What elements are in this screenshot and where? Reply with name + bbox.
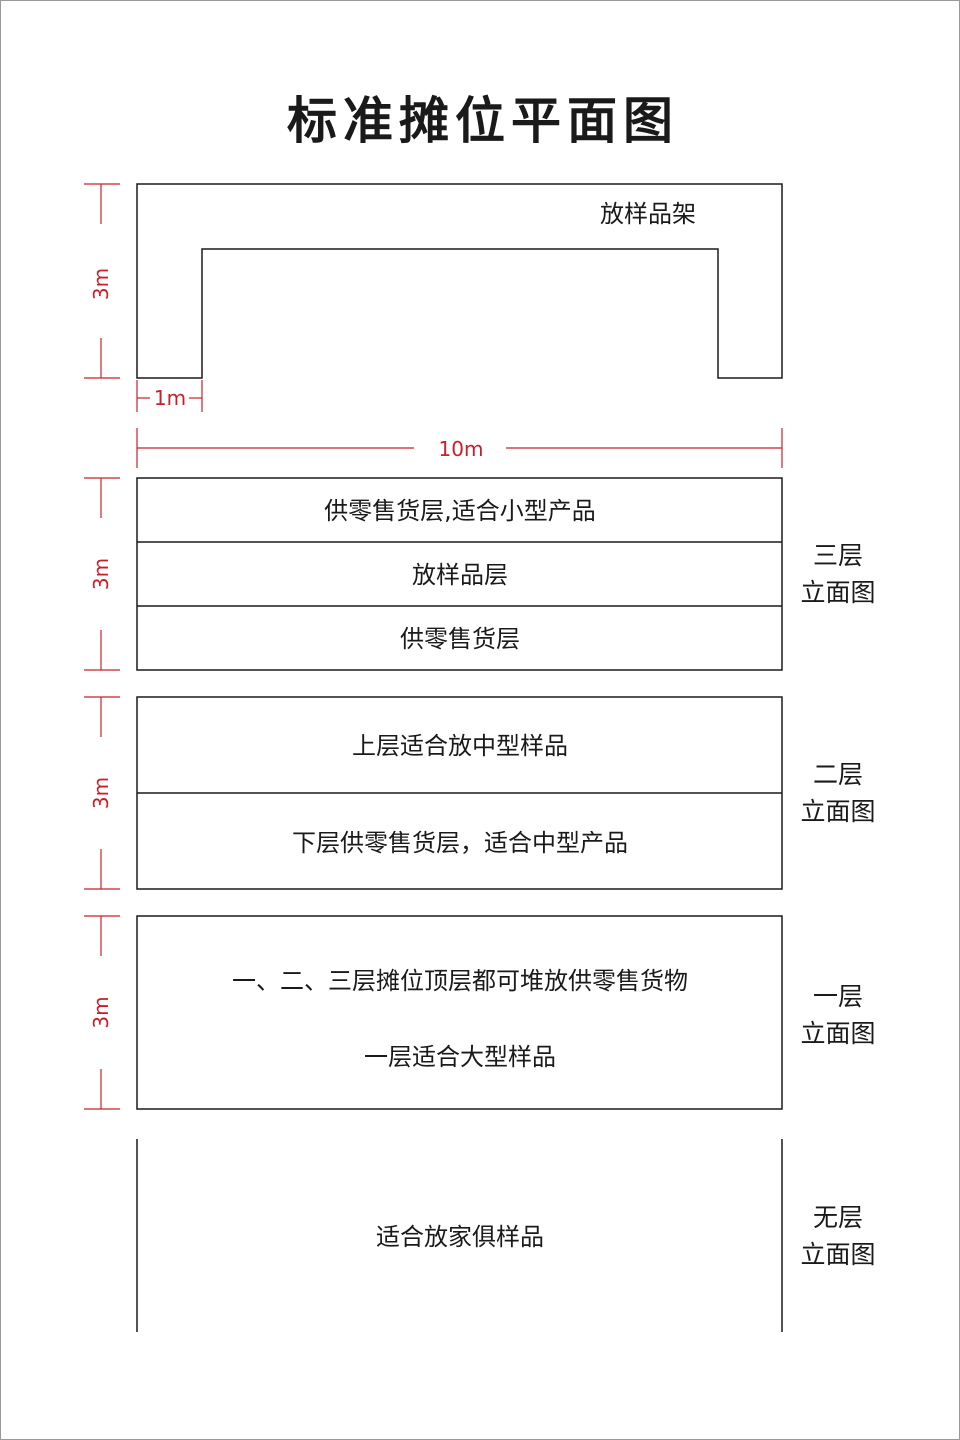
elevation-side-label: 三层 xyxy=(813,541,863,570)
plan-side-width-dimension xyxy=(136,380,203,412)
height-dimension xyxy=(84,915,120,1110)
elevations: 供零售货层,适合小型产品放样品层供零售货层三层立面图3m上层适合放中型样品下层供… xyxy=(84,477,876,1332)
elevation-side-label: 一层 xyxy=(813,982,863,1011)
elevation-side-label: 无层 xyxy=(813,1203,863,1232)
elevation-side-label: 二层 xyxy=(813,760,863,789)
floor-plan xyxy=(136,183,783,379)
plan-side-width-label: 1m xyxy=(154,386,186,410)
elevation-side-label: 立面图 xyxy=(800,797,875,826)
elevation-side-label: 立面图 xyxy=(800,1240,875,1269)
shelf-row-label: 适合放家俱样品 xyxy=(376,1223,544,1251)
shelf-row-label: 供零售货层,适合小型产品 xyxy=(324,497,596,525)
shelf-row-label: 一层适合大型样品 xyxy=(364,1043,556,1071)
shelf-row-label: 下层供零售货层，适合中型产品 xyxy=(292,829,628,857)
page-title: 标准摊位平面图 xyxy=(287,92,679,150)
shelf-row-label: 放样品层 xyxy=(412,561,508,589)
height-dimension xyxy=(84,477,120,671)
elevation-side-label: 立面图 xyxy=(800,578,875,607)
shelf-row-label: 一、二、三层摊位顶层都可堆放供零售货物 xyxy=(232,967,688,995)
height-dimension-label: 3m xyxy=(89,996,113,1028)
elevation-side-label: 立面图 xyxy=(800,1019,875,1048)
elevation-box xyxy=(136,477,783,671)
plan-total-width-label: 10m xyxy=(439,437,484,461)
plan-height-dimension xyxy=(84,183,120,379)
plan-total-width-dimension xyxy=(136,428,783,468)
shelf-row-label: 上层适合放中型样品 xyxy=(352,732,568,760)
plan-outline xyxy=(136,183,783,379)
shelf-label: 放样品架 xyxy=(600,200,696,228)
height-dimension xyxy=(84,696,120,890)
plan-height-label: 3m xyxy=(89,268,113,300)
height-dimension-label: 3m xyxy=(89,777,113,809)
elevation-box xyxy=(136,915,783,1110)
shelf-row-label: 供零售货层 xyxy=(400,625,520,653)
height-dimension-label: 3m xyxy=(89,558,113,590)
